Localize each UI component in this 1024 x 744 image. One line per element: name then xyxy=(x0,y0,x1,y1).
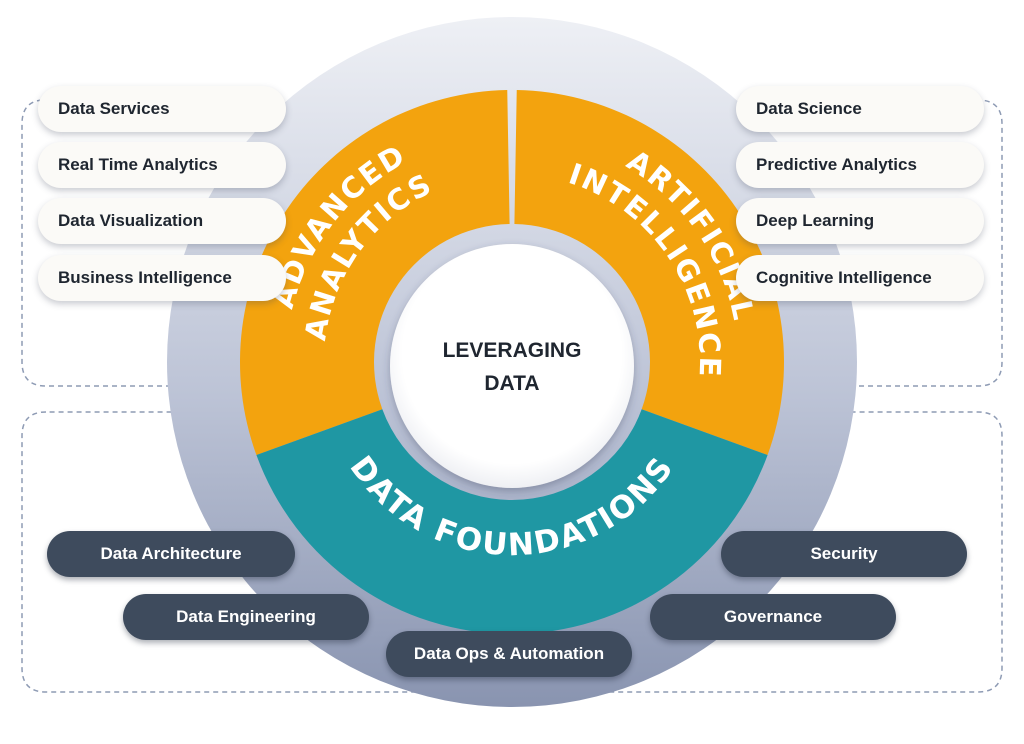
item-data-architecture: Data Architecture xyxy=(47,531,295,577)
center-circle xyxy=(390,244,634,488)
foundations-group-outline xyxy=(21,411,1003,693)
item-data-services: Data Services xyxy=(38,86,286,132)
advanced-analytics-segment xyxy=(239,90,510,456)
item-security: Security xyxy=(721,531,967,577)
item-data-engineering: Data Engineering xyxy=(123,594,369,640)
item-data-ops-automation: Data Ops & Automation xyxy=(386,631,632,677)
item-real-time-analytics: Real Time Analytics xyxy=(38,142,286,188)
item-deep-learning: Deep Learning xyxy=(736,198,984,244)
center-title-line2: DATA xyxy=(484,372,539,395)
item-predictive-analytics: Predictive Analytics xyxy=(736,142,984,188)
item-governance: Governance xyxy=(650,594,896,640)
item-cognitive-intelligence: Cognitive Intelligence xyxy=(736,255,984,301)
item-data-science: Data Science xyxy=(736,86,984,132)
data-foundations-segment xyxy=(256,409,768,634)
artificial-intelligence-segment xyxy=(514,90,784,456)
item-business-intelligence: Business Intelligence xyxy=(38,255,286,301)
center-title-line1: LEVERAGING xyxy=(443,339,582,362)
item-data-visualization: Data Visualization xyxy=(38,198,286,244)
